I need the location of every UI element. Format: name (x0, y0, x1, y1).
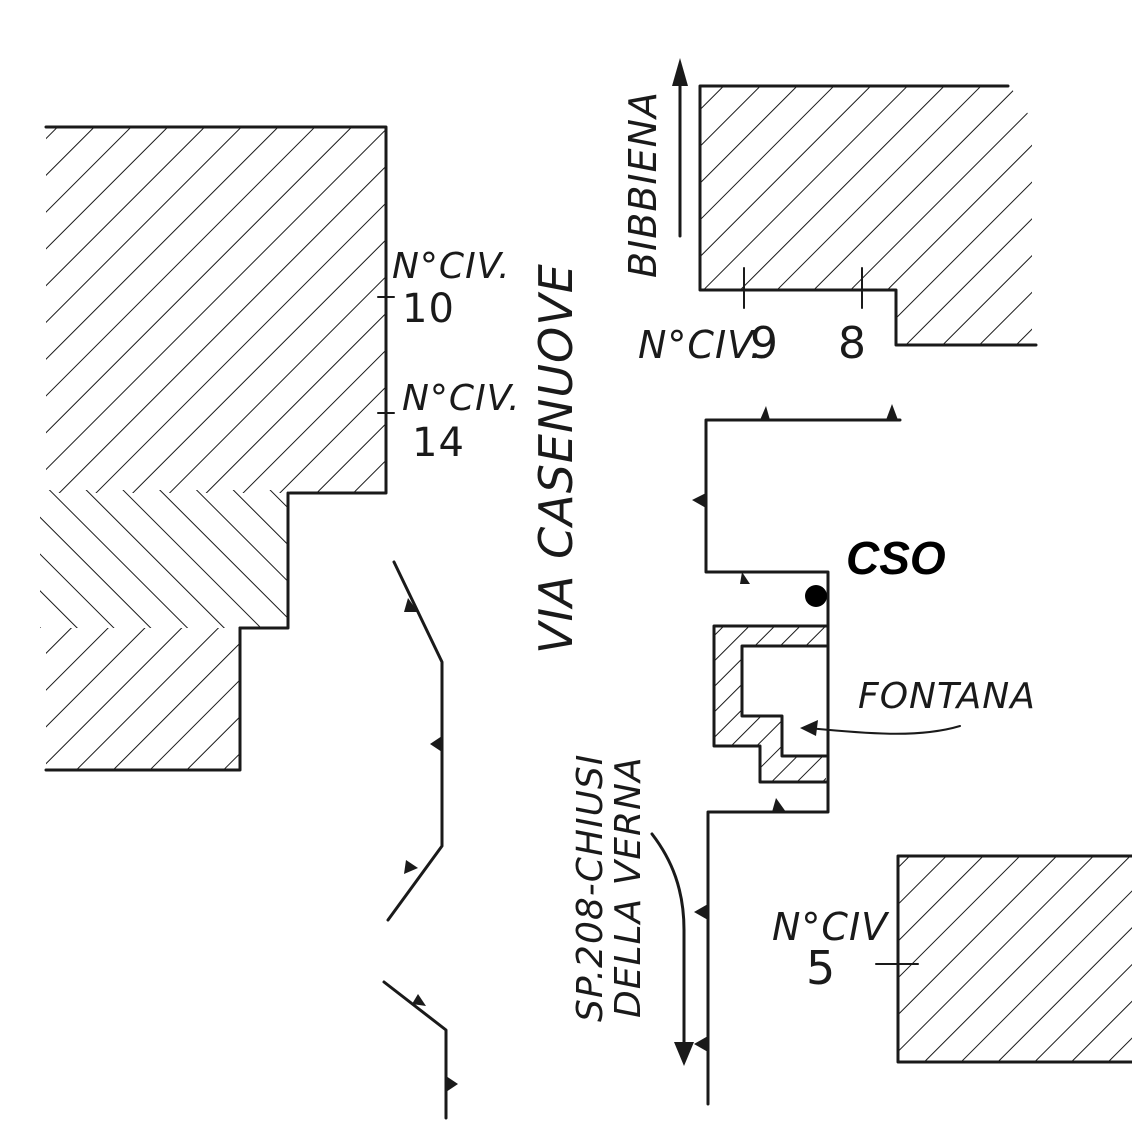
road-edge-right (692, 404, 902, 1106)
building-left-middle (40, 490, 290, 630)
civ-9-number: 9 (750, 318, 779, 369)
building-left-lower (44, 626, 242, 772)
fountain-label: FONTANA (858, 676, 1036, 717)
civ-5-prefix: N°CIV (772, 905, 890, 949)
building-bottom-right (875, 854, 1132, 1064)
direction-arrow-down-icon (650, 832, 694, 1066)
civ-9-prefix: N°CIV. (638, 323, 763, 367)
road-label-via-casenuove: VIA CASENUOVE (529, 263, 583, 654)
station-label-cso: CSO (846, 532, 946, 584)
civ-5-number: 5 (806, 941, 836, 995)
direction-label-bibbiena: BIBBIENA (621, 91, 665, 278)
civ-14-number: 14 (412, 420, 465, 466)
fountain-pointer-arrow-icon (800, 720, 961, 736)
civ-8-number: 8 (838, 318, 867, 369)
road-edge-left (382, 560, 458, 1120)
road-label-sp208-line1: SP.208-CHIUSI (570, 754, 611, 1022)
road-label-sp208-line2: DELLA VERNA (608, 756, 649, 1018)
fountain-structure (712, 624, 828, 784)
station-marker-icon (805, 585, 827, 607)
civ-10-number: 10 (402, 286, 455, 332)
building-left-upper (44, 125, 395, 495)
direction-arrow-up-icon (672, 58, 688, 238)
civ-14-prefix: N°CIV. (402, 378, 521, 419)
building-top-right (698, 84, 1038, 347)
civ-10-prefix: N°CIV. (392, 246, 511, 287)
